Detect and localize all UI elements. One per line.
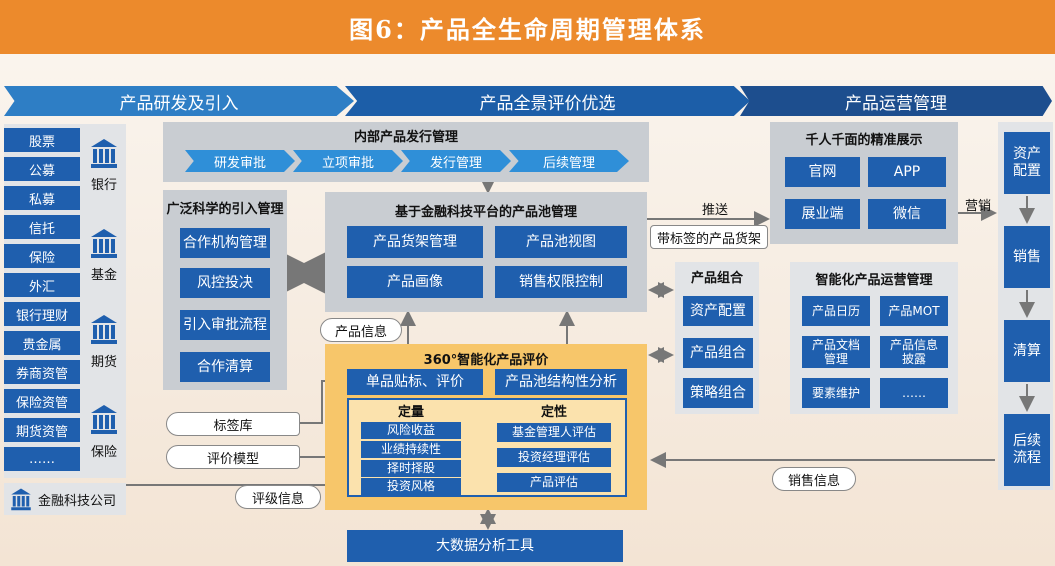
phase-evaluation: 产品全景评价优选 (345, 86, 750, 116)
insurance-icon (90, 403, 118, 435)
left-item-more: …… (4, 447, 80, 471)
product-info-pill: 产品信息 (320, 318, 402, 342)
display-website: 官网 (785, 157, 860, 187)
left-item-stocks: 股票 (4, 128, 80, 152)
sales-info-pill: 销售信息 (772, 467, 856, 491)
step-project-approval: 立项审批 (293, 150, 403, 172)
page-title: 图6：产品全生命周期管理体系 (0, 0, 1055, 54)
marketing-label: 营销 (964, 198, 991, 214)
left-item-broker-am: 券商资管 (4, 360, 80, 384)
qual-product-eval: 产品评估 (497, 473, 611, 492)
display-sales-terminal: 展业端 (785, 199, 860, 229)
right-sales: 销售 (1004, 226, 1050, 288)
qual-manager-eval: 基金管理人评估 (497, 423, 611, 442)
institution-fund-label: 基金 (90, 268, 117, 283)
left-item-forex: 外汇 (4, 273, 80, 297)
quant-style: 投资风格 (361, 478, 461, 495)
quant-title: 定量 (397, 404, 424, 420)
quant-risk-return: 风险收益 (361, 422, 461, 439)
bank-icon (90, 137, 118, 169)
step-rnd-approval: 研发审批 (185, 150, 295, 172)
pool-view: 产品池视图 (495, 226, 627, 258)
bigdata-tools: 大数据分析工具 (347, 530, 623, 562)
right-clearing: 清算 (1004, 320, 1050, 382)
left-item-bank-wm: 银行理财 (4, 302, 80, 326)
pool-sales-permission: 销售权限控制 (495, 266, 627, 298)
qual-pm-eval: 投资经理评估 (497, 448, 611, 467)
internal-issuance-title: 内部产品发行管理 (353, 129, 458, 145)
quant-timing: 择时择股 (361, 460, 461, 477)
eval-single-tag: 单品贴标、评价 (347, 369, 483, 395)
fintech-label: 金融科技公司 (38, 493, 117, 509)
ops-info-disclosure: 产品信息披露 (880, 336, 948, 368)
fintech-company: 金融科技公司 (4, 483, 126, 515)
intro-coop-inst: 合作机构管理 (180, 228, 270, 258)
phase-operation: 产品运营管理 (740, 86, 1052, 116)
display-title: 千人千面的精准展示 (805, 132, 923, 148)
pool-mgmt-title: 基于金融科技平台的产品池管理 (394, 204, 577, 220)
step-issuance-mgmt: 发行管理 (401, 150, 511, 172)
ops-calendar: 产品日历 (802, 296, 870, 326)
portfolio-product-combo: 产品组合 (683, 338, 753, 368)
qual-title: 定性 (540, 404, 567, 420)
portfolio-asset-allocation: 资产配置 (683, 296, 753, 326)
institution-bank-label: 银行 (90, 178, 117, 193)
left-item-precious-metals: 贵金属 (4, 331, 80, 355)
intro-approval-flow: 引入审批流程 (180, 310, 270, 340)
institution-futures-label: 期货 (90, 355, 117, 370)
institution-insurance-label: 保险 (90, 445, 117, 460)
left-item-insurance: 保险 (4, 244, 80, 268)
right-asset-allocation: 资产配置 (1004, 132, 1050, 194)
display-app: APP (868, 157, 946, 187)
tagged-shelf-label: 带标签的产品货架 (650, 225, 768, 249)
left-item-futures-am: 期货资管 (4, 418, 80, 442)
left-item-insurance-am: 保险资管 (4, 389, 80, 413)
phase-rnd-intro: 产品研发及引入 (4, 86, 354, 116)
fintech-icon (8, 487, 34, 511)
ops-doc-mgmt: 产品文档管理 (802, 336, 870, 368)
left-item-private-fund: 私募 (4, 186, 80, 210)
left-item-trust: 信托 (4, 215, 80, 239)
left-item-public-fund: 公募 (4, 157, 80, 181)
rating-info-pill: 评级信息 (235, 485, 321, 509)
ops-more: …… (880, 378, 948, 408)
portfolio-strategy-combo: 策略组合 (683, 378, 753, 408)
quant-persistence: 业绩持续性 (361, 441, 461, 458)
push-label: 推送 (701, 202, 728, 218)
tag-library-label: 标签库 (166, 412, 300, 436)
fund-icon (90, 227, 118, 259)
intro-risk-decision: 风控投决 (180, 268, 270, 298)
futures-icon (90, 313, 118, 345)
eval-model-label: 评价模型 (166, 445, 300, 469)
intro-mgmt-title: 广泛科学的引入管理 (166, 201, 284, 217)
ops-element-maint: 要素维护 (802, 378, 870, 408)
portfolio-title: 产品组合 (690, 270, 743, 286)
eval-pool-structure: 产品池结构性分析 (495, 369, 627, 395)
pool-shelf-mgmt: 产品货架管理 (347, 226, 483, 258)
ops-mot: 产品MOT (880, 296, 948, 326)
intro-coop-clearing: 合作清算 (180, 352, 270, 382)
step-follow-up: 后续管理 (509, 150, 629, 172)
display-wechat: 微信 (868, 199, 946, 229)
eval360-title: 360°智能化产品评价 (423, 352, 549, 368)
right-follow-up: 后续流程 (1004, 414, 1050, 486)
ops-mgmt-title: 智能化产品运营管理 (815, 272, 933, 288)
pool-product-profile: 产品画像 (347, 266, 483, 298)
